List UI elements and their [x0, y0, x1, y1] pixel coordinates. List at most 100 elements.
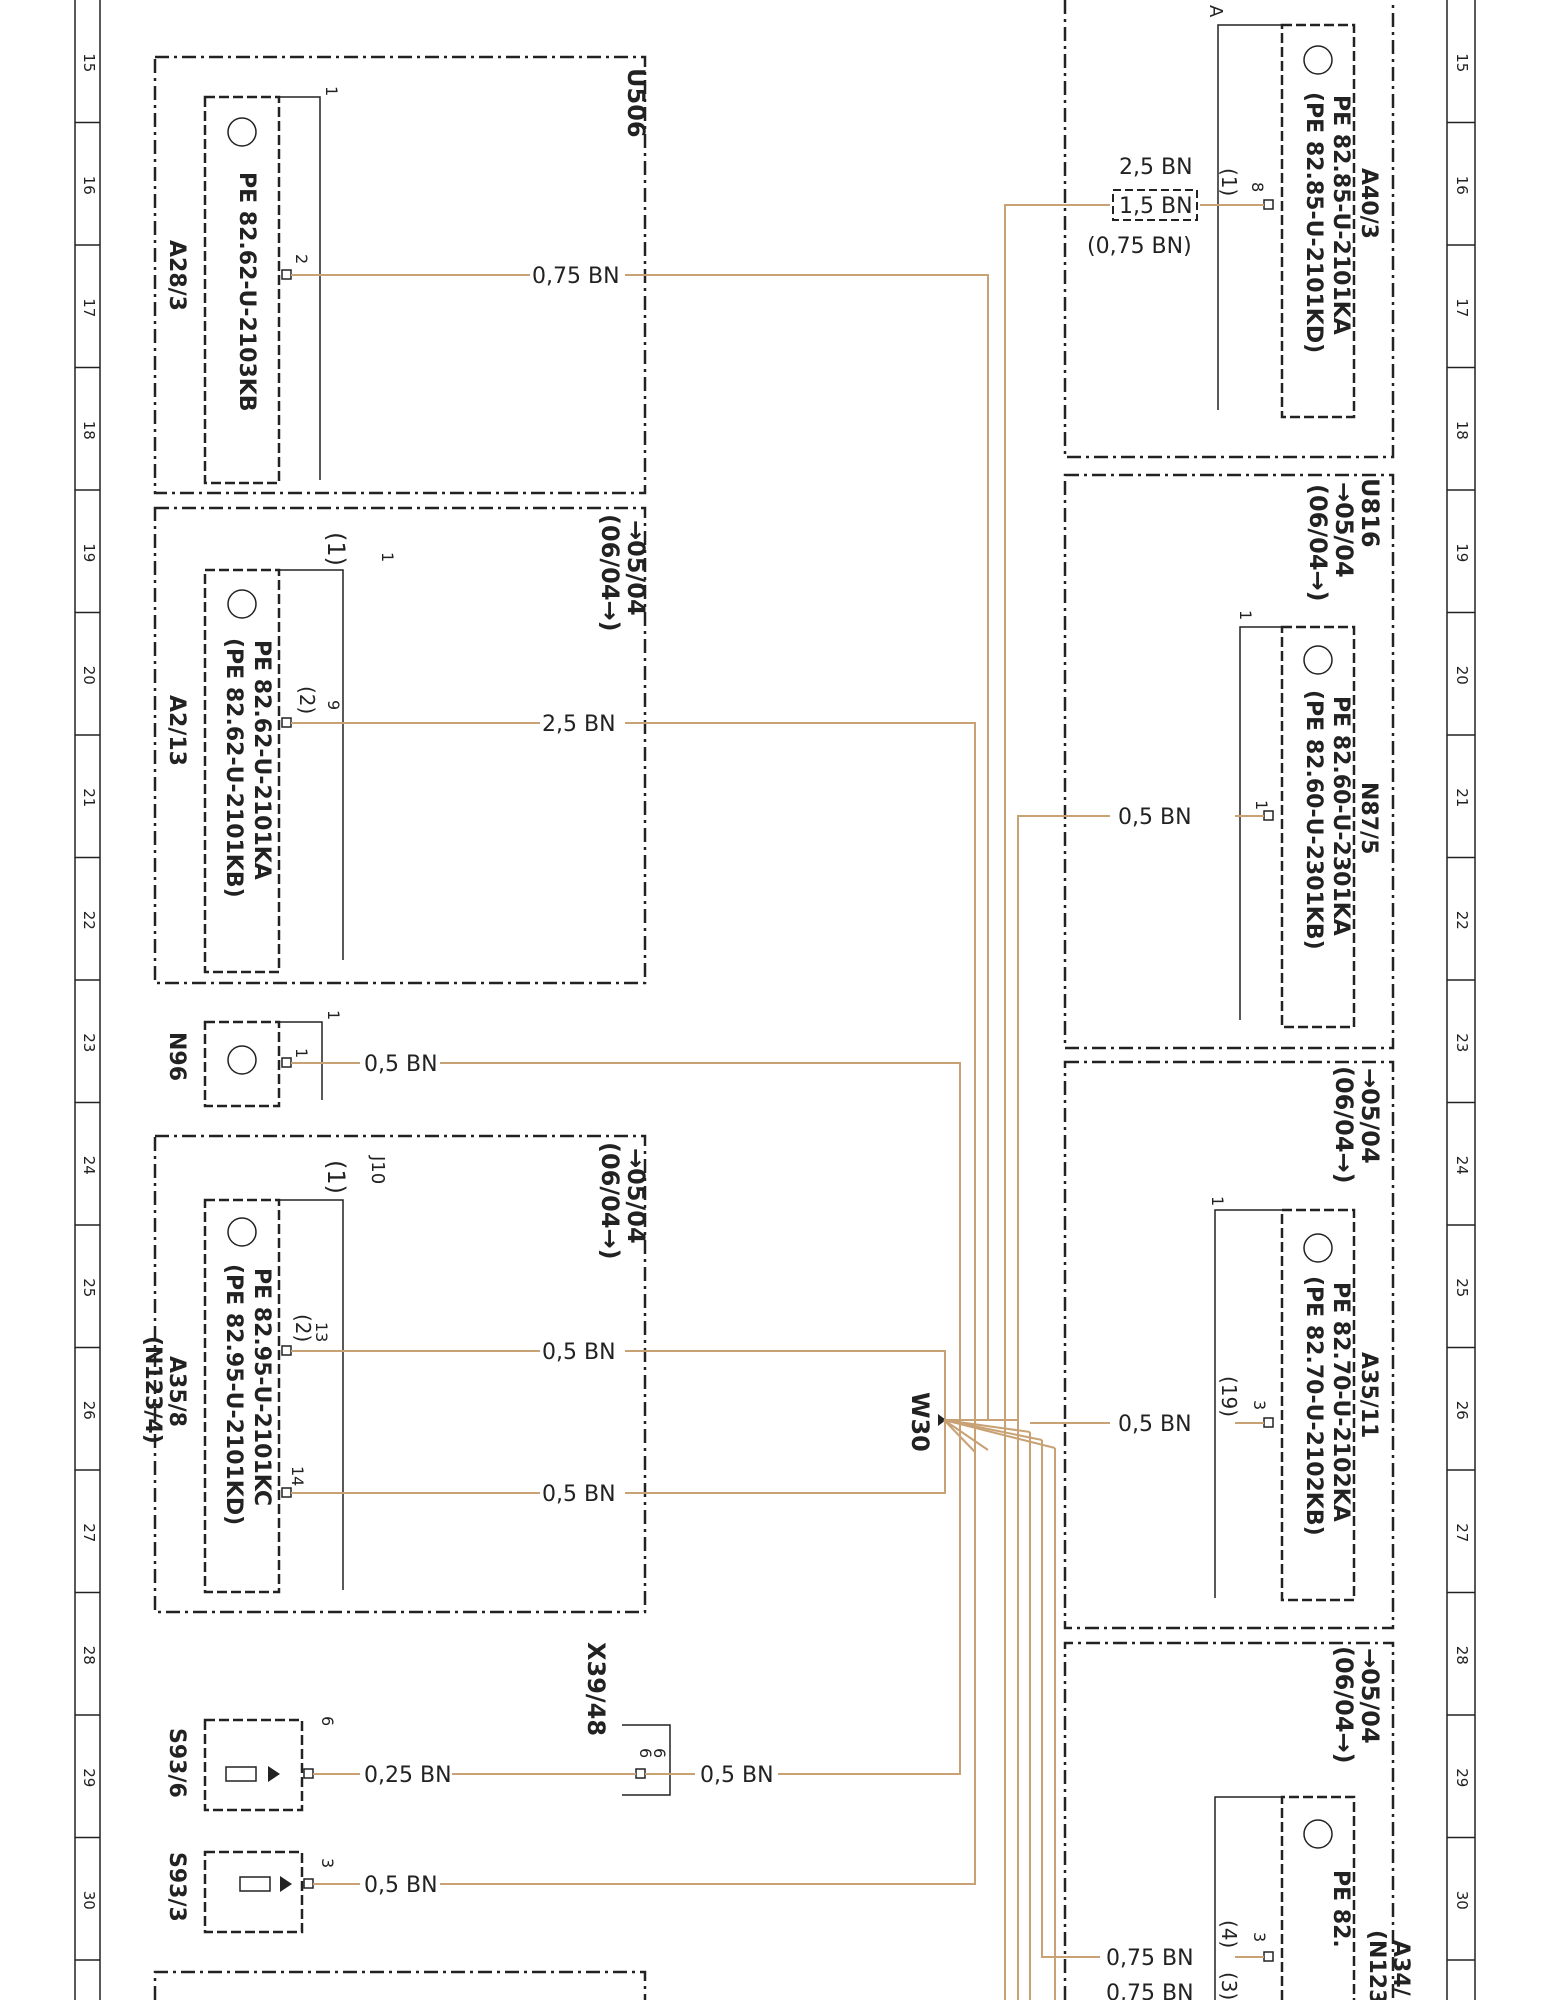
grid-number: 15 [80, 53, 98, 72]
box-a40 [1063, 0, 1395, 459]
a35-8-wire-1-label: 0,5 BN [542, 1340, 616, 1365]
a35-8-wire-2-label: 0,5 BN [542, 1482, 616, 1507]
wire-a35-8-1-run [625, 1350, 946, 1420]
grid-number: 24 [80, 1156, 98, 1175]
resistor-icon-2 [239, 1876, 271, 1892]
ground-symbol-icon-3 [227, 1045, 257, 1075]
a34-box-sub: (06/04→) [1330, 1646, 1358, 1764]
a40-pin-marker [1263, 199, 1274, 210]
grid-number: 21 [1453, 788, 1471, 807]
grid-number: 16 [1453, 176, 1471, 195]
a28-name: A28/3 [164, 240, 189, 311]
a2-pin: 9 [324, 700, 343, 710]
a34-pin2-alt: (3) [1217, 1972, 1241, 2000]
a35-8-pin-1-marker [281, 1345, 292, 1356]
a35-11-bracket [1214, 1209, 1282, 1598]
a35-8-code-2: (PE 82.95-U-2101KD) [221, 1264, 246, 1525]
n87-wire-label: 0,5 BN [1118, 805, 1192, 830]
a40-wire-label: 1,5 BN [1119, 194, 1193, 219]
a28-bracket [279, 96, 321, 480]
a35-8-pin-1: 13 [312, 1322, 331, 1342]
a34-code: PE 82. [1328, 1870, 1353, 1948]
wire-a34-run [1041, 1440, 1100, 1958]
ground-symbol-icon-7 [1303, 1233, 1333, 1263]
grid-number: 27 [1453, 1523, 1471, 1542]
box-a34 [1063, 1641, 1395, 2000]
grid-number: 23 [80, 1033, 98, 1052]
grid-number: 23 [1453, 1033, 1471, 1052]
n96-pin-marker [281, 1057, 292, 1068]
a35-11-box-label: →05/04 [1356, 1068, 1384, 1164]
module-a28 [203, 95, 281, 485]
a35-11-pin: 3 [1250, 1400, 1269, 1410]
led-icon [268, 1766, 280, 1782]
a2-code-1: PE 82.62-U-2101KA [249, 640, 274, 880]
a35-8-name-sub: (N123/4) [140, 1336, 165, 1444]
a35-11-box-sub: (06/04→) [1330, 1066, 1358, 1184]
grid-number: 20 [1453, 666, 1471, 685]
module-n87 [1280, 625, 1356, 1029]
splice-w30-marker [938, 1414, 946, 1426]
wire-a2-run [625, 722, 976, 1420]
ground-symbol-icon-8 [1303, 1819, 1333, 1849]
a40-wire-label-box [1112, 189, 1198, 221]
a35-8-box-sub: (06/04→) [596, 1142, 624, 1260]
grid-number: 22 [1453, 911, 1471, 930]
ground-symbol-icon-2 [227, 589, 257, 619]
n87-name: N87/5 [1356, 782, 1381, 854]
a2-code-2: (PE 82.62-U-2101KB) [221, 638, 246, 898]
grid-number: 25 [80, 1278, 98, 1297]
splice-w30-label: W30 [906, 1392, 934, 1452]
a34-box-label: →05/04 [1356, 1648, 1384, 1744]
grid-number: 30 [80, 1891, 98, 1910]
grid-number: 22 [80, 911, 98, 930]
wire-a35-8-2-run [625, 1420, 946, 1494]
module-a34 [1280, 1795, 1356, 2000]
a40-pin: 8 [1248, 182, 1267, 192]
a40-pin-alt: (1) [1217, 168, 1241, 196]
grid-number: 29 [1453, 1768, 1471, 1787]
x39-body [622, 1724, 671, 1796]
box-a35-11 [1063, 1060, 1395, 1630]
a35-8-pin-top-alt: (1) [322, 1160, 350, 1194]
grid-number: 28 [80, 1646, 98, 1665]
box-a2 [153, 506, 647, 985]
module-a2 [203, 568, 281, 974]
a2-name: A2/13 [164, 695, 189, 766]
a40-code-2: (PE 82.85-U-2101KD) [1301, 92, 1326, 353]
a2-box-label: →05/04 [622, 520, 650, 616]
a35-8-pin-2: 14 [288, 1466, 307, 1486]
a35-8-pin-1-alt: (2) [291, 1314, 315, 1342]
a2-pin-alt: (2) [295, 686, 319, 714]
a34-wire2-label: 0,75 BN [1106, 1981, 1194, 2000]
grid-number: 27 [80, 1523, 98, 1542]
a35-11-pin-marker [1263, 1417, 1274, 1428]
grid-number: 29 [80, 1768, 98, 1787]
n87-pin-marker [1263, 810, 1274, 821]
a28-code: PE 82.62-U-2103KB [234, 172, 259, 412]
a40-bracket [1217, 24, 1282, 410]
module-s93-6 [203, 1718, 304, 1812]
module-n96 [203, 1020, 281, 1108]
a35-11-code-1: PE 82.70-U-2102KA [1328, 1282, 1353, 1522]
x39-wire-label: 0,5 BN [700, 1763, 774, 1788]
a40-name: A40/3 [1356, 168, 1381, 239]
grid-number: 28 [1453, 1646, 1471, 1665]
module-s93-3 [203, 1850, 304, 1934]
module-a35-8 [203, 1198, 281, 1594]
a35-11-pin-top: 1 [1208, 1196, 1227, 1206]
a35-8-box-label: →05/04 [622, 1148, 650, 1244]
grid-number: 21 [80, 788, 98, 807]
n87-box-label: U816 [1356, 478, 1384, 548]
s93-3-pin-marker [303, 1878, 314, 1889]
a40-wire-alt-label: (0,75 BN) [1087, 234, 1192, 259]
grid-number: 26 [80, 1401, 98, 1420]
n87-box-sub: →05/04 [1330, 482, 1358, 578]
grid-number: 25 [1453, 1278, 1471, 1297]
wire-x39-run [778, 1420, 961, 1775]
s93-3-wire-label: 0,5 BN [364, 1873, 438, 1898]
a35-11-pin-alt: (19) [1217, 1376, 1241, 1417]
ground-symbol-icon [227, 117, 257, 147]
